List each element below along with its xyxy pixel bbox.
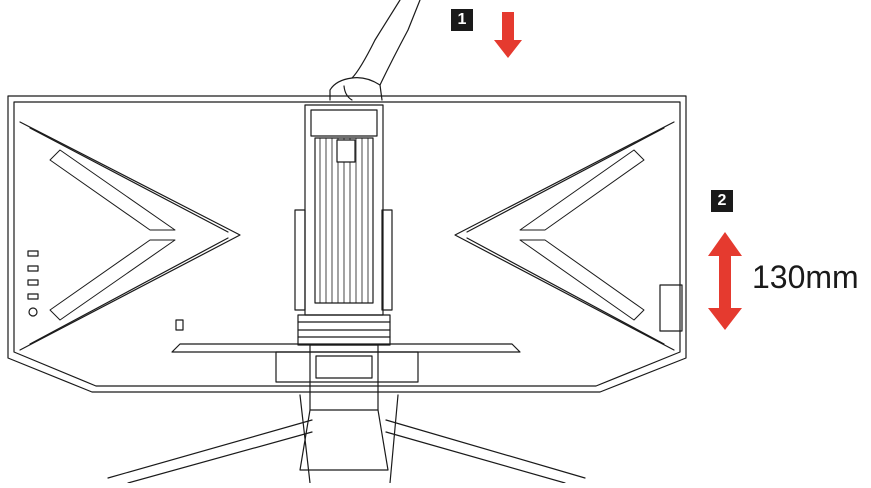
up-down-arrow-icon	[708, 232, 742, 330]
stand-column	[297, 104, 391, 471]
step-1-badge: 1	[451, 9, 473, 31]
down-arrow-icon	[494, 12, 522, 58]
height-adjustment-label: 130mm	[752, 259, 859, 295]
step-2-badge: 2	[711, 190, 733, 212]
monitor-back	[7, 95, 687, 393]
hand-illustration	[329, 0, 421, 101]
